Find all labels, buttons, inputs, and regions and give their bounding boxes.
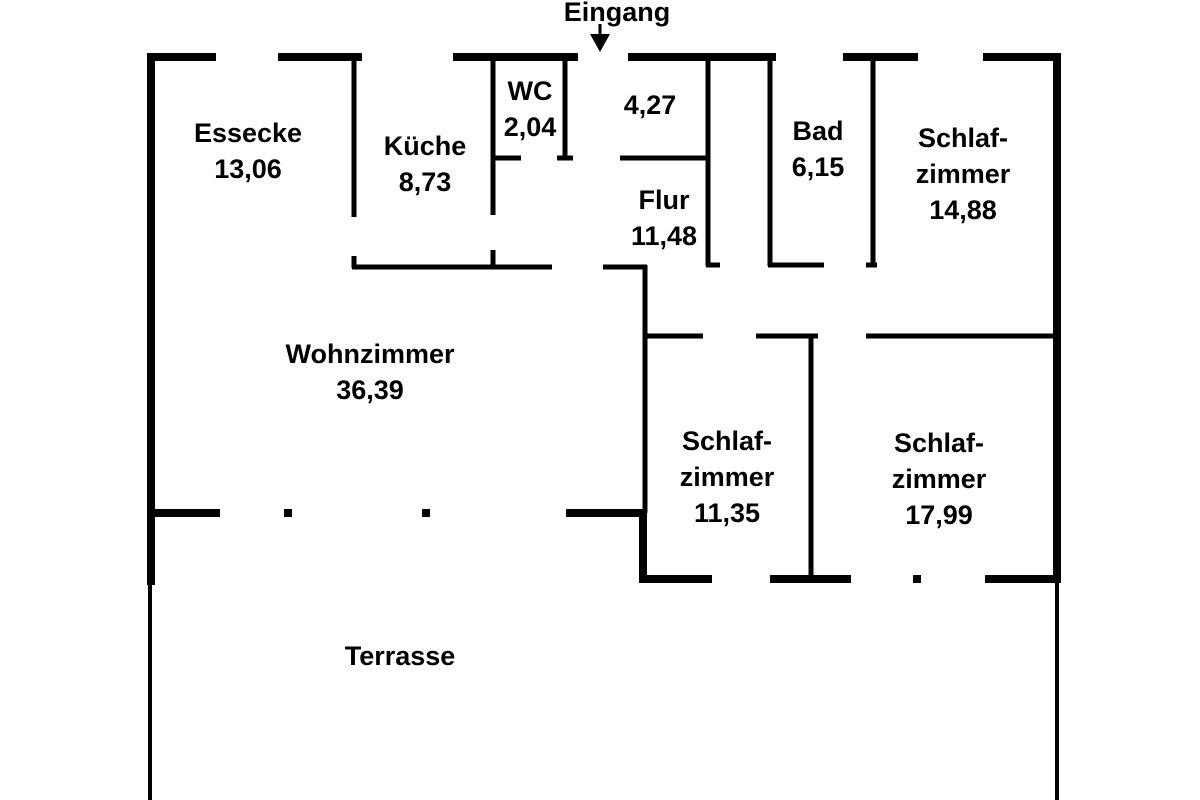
room-kueche: Küche 8,73 [384,128,467,200]
room-name-part2: zimmer [915,159,1011,189]
terrace-outline [148,582,1059,800]
entrance-arrow-icon [590,24,610,52]
room-area: 6,15 [791,152,845,182]
room-name-part1: Schlaf- [893,428,985,458]
room-area: 11,35 [693,498,761,528]
room-name: Flur [638,185,690,215]
interior-walls [351,57,1057,579]
room-essecke: Essecke 13,06 [194,115,302,187]
room-area: 14,88 [929,195,997,225]
room-name: Essecke [193,118,303,148]
room-name-part2: zimmer [679,462,775,492]
entrance-label: Eingang [563,0,671,27]
room-schlafzimmer-3: Schlaf- zimmer 17,99 [892,425,987,533]
room-name-part2: zimmer [891,464,987,494]
room-name: Terrasse [344,641,456,671]
room-name: WC [507,76,553,106]
room-name-part1: Schlaf- [681,426,773,456]
room-area: 11,48 [630,221,698,251]
room-area: 13,06 [214,154,282,184]
room-area: 36,39 [336,375,404,405]
room-area: 8,73 [398,167,452,197]
room-name: Bad [792,116,844,146]
room-flur: Flur 11,48 [631,182,697,254]
room-terrasse: Terrasse [345,638,456,674]
room-name: Küche [383,131,467,161]
room-name: Wohnzimmer [285,339,455,369]
room-wc: WC 2,04 [504,73,557,145]
room-name-part1: Schlaf- [917,123,1009,153]
room-area: 17,99 [905,500,973,530]
room-schlafzimmer-1: Schlaf- zimmer 14,88 [916,120,1011,228]
room-area: 2,04 [503,112,557,142]
window-marks [284,509,921,583]
room-area: 4,27 [623,90,677,120]
room-schlafzimmer-2: Schlaf- zimmer 11,35 [680,423,775,531]
room-bad: Bad 6,15 [792,113,845,185]
room-vorraum: 4,27 [624,87,677,123]
room-wohnzimmer: Wohnzimmer 36,39 [285,336,454,408]
